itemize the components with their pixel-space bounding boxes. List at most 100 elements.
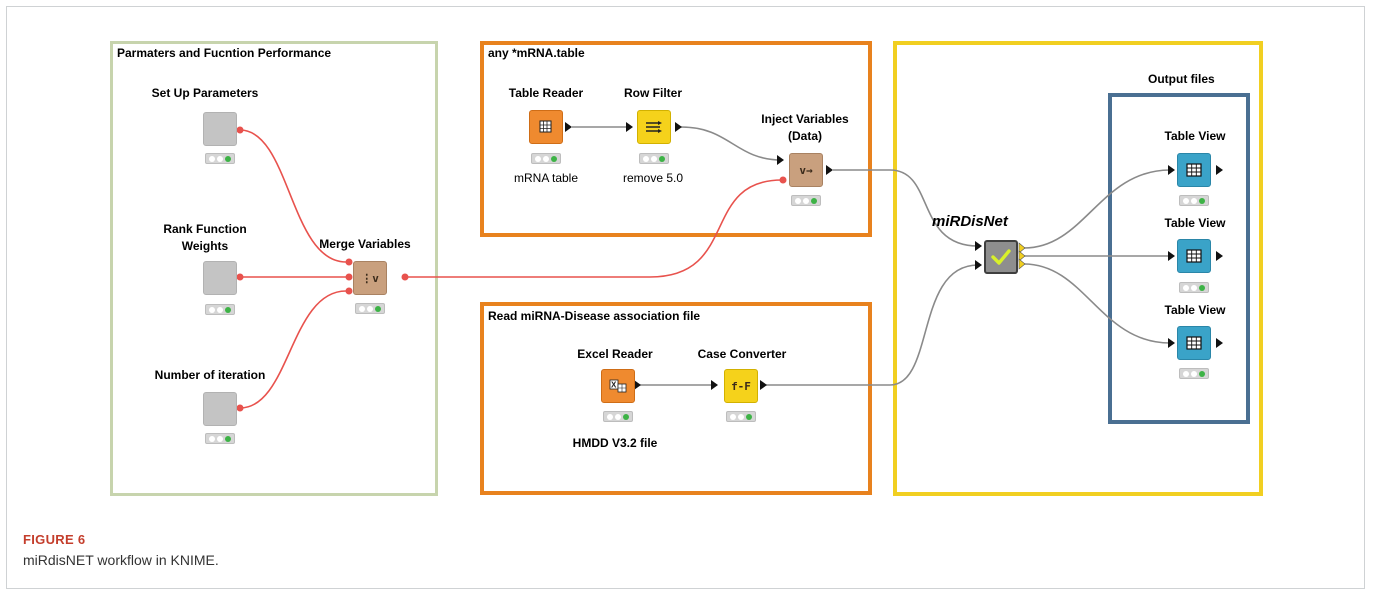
port-merge-out — [401, 273, 409, 281]
port-view1-out — [1216, 165, 1223, 175]
node-row-filter-status — [639, 153, 669, 164]
port-merge-in-2 — [345, 273, 353, 281]
inject-variables-icon: v→ — [799, 163, 813, 177]
check-icon — [991, 249, 1011, 265]
node-view1-label: Table View — [1164, 129, 1226, 143]
node-view2[interactable] — [1177, 239, 1211, 273]
node-rank-status — [205, 304, 235, 315]
node-excel-reader[interactable]: X — [601, 369, 635, 403]
group-output-title: Output files — [1148, 72, 1215, 86]
node-merge[interactable]: ⋮v — [353, 261, 387, 295]
node-view3-label: Table View — [1164, 303, 1226, 317]
port-view2-out — [1216, 251, 1223, 261]
svg-text:X: X — [611, 381, 617, 390]
node-iter-status — [205, 433, 235, 444]
node-view1-status — [1179, 195, 1209, 206]
wire-iter-merge — [239, 290, 347, 409]
port-mirdisnet-in-2 — [975, 260, 982, 270]
node-iter[interactable] — [203, 392, 237, 426]
group-parameters-title: Parmaters and Fucntion Performance — [117, 46, 332, 60]
node-row-filter-label: Row Filter — [623, 86, 682, 100]
table-view-icon — [1186, 249, 1202, 263]
figure-caption-label: FIGURE 6 — [23, 532, 86, 547]
group-disease-file — [480, 302, 872, 495]
node-case-converter-status — [726, 411, 756, 422]
wire-case-mirdisnet — [766, 264, 979, 386]
node-setup-label: Set Up Parameters — [151, 86, 259, 100]
port-filter-in — [626, 122, 633, 132]
case-converter-icon: f-F — [731, 379, 751, 393]
table-reader-icon — [539, 120, 552, 133]
node-excel-reader-desc: HMDD V3.2 file — [572, 436, 658, 450]
node-view2-status — [1179, 282, 1209, 293]
group-mrna-title: any *mRNA.table — [488, 46, 585, 60]
group-output-files — [1108, 93, 1250, 424]
port-view2-in — [1168, 251, 1175, 261]
port-case-out — [760, 380, 767, 390]
port-mirdisnet-out-2 — [1018, 250, 1026, 262]
figure-frame — [6, 6, 1365, 589]
node-mirdisnet[interactable] — [984, 240, 1018, 274]
table-view-icon — [1186, 163, 1202, 177]
port-mirdisnet-out-3 — [1018, 258, 1026, 270]
port-rank-out — [236, 273, 244, 281]
port-excel-out — [634, 380, 641, 390]
figure-caption-text: miRdisNET workflow in KNIME. — [23, 552, 219, 568]
wire-mirdisnet-view3 — [1023, 263, 1171, 344]
merge-variables-icon: ⋮v — [361, 271, 379, 285]
node-view3[interactable] — [1177, 326, 1211, 360]
node-case-converter-label: Case Converter — [697, 347, 787, 361]
port-view3-out — [1216, 338, 1223, 348]
port-inject-var-in — [779, 176, 787, 184]
node-inject[interactable]: v→ — [789, 153, 823, 187]
table-view-icon — [1186, 336, 1202, 350]
node-rank[interactable] — [203, 261, 237, 295]
node-excel-reader-label: Excel Reader — [577, 347, 653, 361]
port-view1-in — [1168, 165, 1175, 175]
group-parameters — [110, 41, 438, 496]
port-iter-out — [236, 404, 244, 412]
port-mirdisnet-out-1 — [1018, 242, 1026, 254]
node-table-reader-label: Table Reader — [508, 86, 584, 100]
node-inject-status — [791, 195, 821, 206]
wire-merge-inject — [405, 179, 783, 278]
node-table-reader[interactable] — [529, 110, 563, 144]
node-view3-status — [1179, 368, 1209, 379]
port-view3-in — [1168, 338, 1175, 348]
node-row-filter[interactable] — [637, 110, 671, 144]
excel-reader-icon: X — [609, 379, 627, 393]
node-table-reader-desc: mRNA table — [513, 171, 579, 185]
group-disease-title: Read miRNA-Disease association file — [488, 309, 701, 323]
wire-setup-merge — [239, 129, 347, 263]
node-view1[interactable] — [1177, 153, 1211, 187]
port-merge-in-1 — [345, 258, 353, 266]
port-inject-data-in — [777, 155, 784, 165]
node-merge-status — [355, 303, 385, 314]
node-inject-label: Inject Variables(Data) — [761, 112, 849, 143]
node-view2-label: Table View — [1164, 216, 1226, 230]
port-setup-out — [236, 126, 244, 134]
node-table-reader-status — [531, 153, 561, 164]
port-filter-out — [675, 122, 682, 132]
port-merge-in-3 — [345, 287, 353, 295]
port-mirdisnet-in-1 — [975, 241, 982, 251]
group-model — [893, 41, 1263, 496]
wire-inject-mirdisnet — [833, 169, 979, 247]
node-mirdisnet-label: miRDisNet — [932, 213, 1008, 230]
node-excel-reader-status — [603, 411, 633, 422]
port-reader-out — [565, 122, 572, 132]
node-setup-status — [205, 153, 235, 164]
node-case-converter[interactable]: f-F — [724, 369, 758, 403]
wire-filter-inject — [680, 126, 783, 161]
group-mrna-table — [480, 41, 872, 237]
wire-mirdisnet-view1 — [1023, 169, 1171, 249]
node-merge-label: Merge Variables — [319, 237, 411, 251]
port-case-in — [711, 380, 718, 390]
row-filter-icon — [646, 121, 662, 133]
port-inject-out — [826, 165, 833, 175]
node-iter-label: Number of iteration — [154, 368, 266, 382]
node-setup[interactable] — [203, 112, 237, 146]
